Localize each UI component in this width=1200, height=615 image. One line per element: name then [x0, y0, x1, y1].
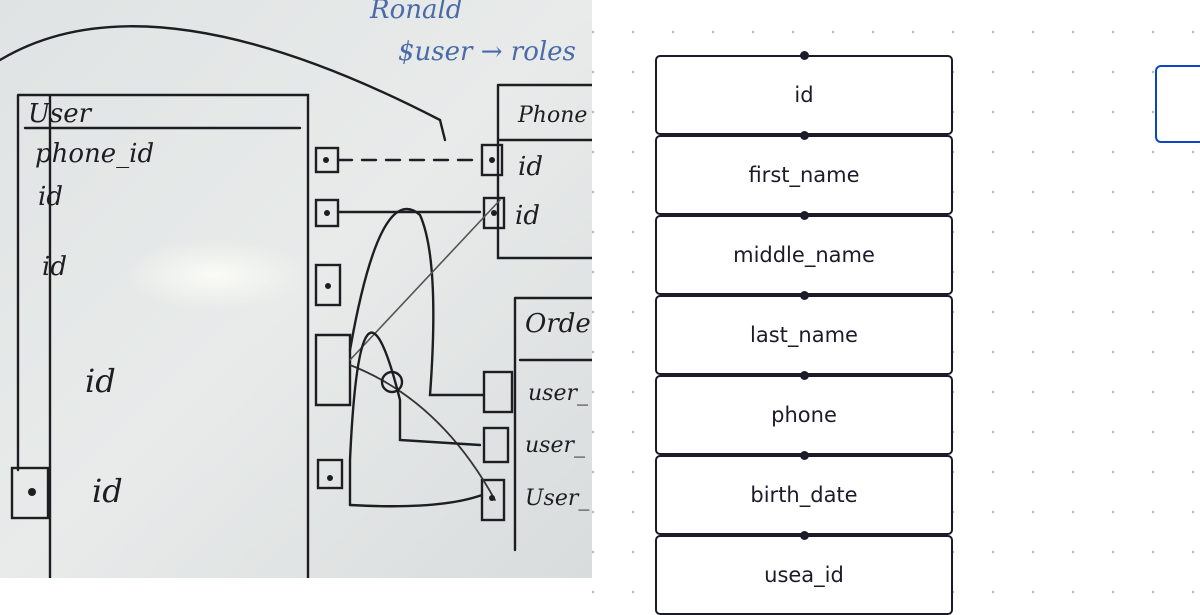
- connection-handle[interactable]: [799, 371, 809, 380]
- field-label: middle_name: [733, 243, 875, 267]
- user-field: id: [38, 182, 63, 212]
- phone-field: id: [518, 152, 543, 182]
- selected-node[interactable]: [1155, 65, 1200, 143]
- user-field: id: [42, 252, 67, 282]
- user-field: phone_id: [35, 139, 154, 169]
- annotation-ronald: Ronald: [369, 0, 462, 25]
- order-field: User_: [525, 486, 589, 511]
- connection-handle[interactable]: [799, 211, 809, 220]
- table-user-title: User: [28, 99, 93, 129]
- connection-handle[interactable]: [799, 451, 809, 460]
- field-node-birth-date[interactable]: birth_date: [655, 451, 953, 535]
- field-node-id[interactable]: id: [655, 51, 953, 135]
- table-order-title: Order: [525, 309, 592, 339]
- connection-handle[interactable]: [799, 291, 809, 300]
- whiteboard-photo: Ronald $user → roles User phone_id id id…: [0, 0, 592, 578]
- field-label: phone: [771, 403, 837, 427]
- field-label: first_name: [748, 163, 860, 187]
- field-node-middle-name[interactable]: middle_name: [655, 211, 953, 295]
- order-field: user_: [525, 433, 585, 458]
- annotation-user-roles: $user → roles: [398, 37, 576, 67]
- connection-handle[interactable]: [799, 131, 809, 140]
- field-node-usea-id[interactable]: usea_id: [655, 531, 953, 615]
- user-field: id: [85, 362, 116, 400]
- field-label: usea_id: [764, 563, 844, 587]
- phone-field: id: [515, 201, 540, 231]
- connection-handle[interactable]: [799, 531, 809, 540]
- order-field: user_: [528, 381, 588, 406]
- field-label: last_name: [750, 323, 858, 347]
- field-node-last-name[interactable]: last_name: [655, 291, 953, 375]
- field-node-first-name[interactable]: first_name: [655, 131, 953, 215]
- field-label: id: [794, 83, 814, 107]
- connection-handle[interactable]: [799, 51, 809, 60]
- user-field: id: [92, 472, 123, 510]
- field-node-phone[interactable]: phone: [655, 371, 953, 455]
- table-phone-title: Phone: [517, 103, 587, 128]
- field-label: birth_date: [750, 483, 858, 507]
